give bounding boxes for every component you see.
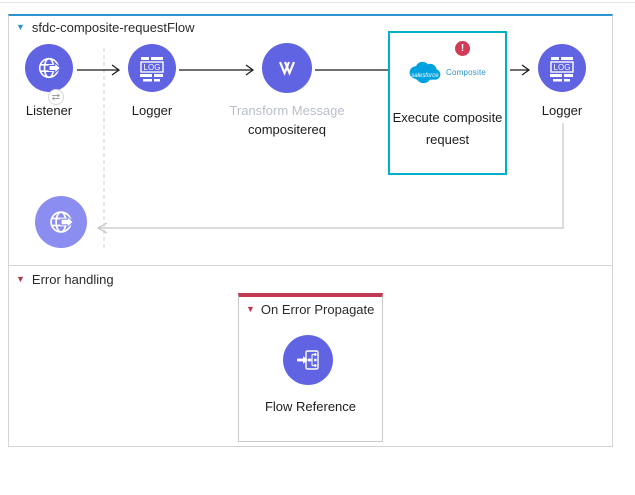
flow-reference-icon bbox=[297, 350, 319, 370]
flow-title: sfdc-composite-requestFlow bbox=[31, 20, 195, 35]
on-error-propagate-title: On Error Propagate bbox=[260, 302, 375, 317]
flow-container[interactable] bbox=[8, 14, 613, 266]
error-handling-header: ▼ Error handling bbox=[16, 272, 114, 287]
salesforce-cloud-icon: salesforce bbox=[409, 61, 441, 84]
transform-message-label: Transform Message bbox=[229, 103, 345, 118]
listener-label: Listener bbox=[25, 103, 73, 118]
collapse-triangle-icon[interactable]: ▼ bbox=[16, 22, 25, 32]
dataweave-icon bbox=[278, 61, 296, 76]
svg-text:salesforce: salesforce bbox=[411, 73, 439, 79]
flow-header: ▼ sfdc-composite-requestFlow bbox=[16, 20, 194, 35]
log-lines-icon: LOG bbox=[550, 57, 574, 82]
transform-message-name: compositereq bbox=[247, 122, 327, 137]
salesforce-composite-logo: salesforce Composite bbox=[406, 60, 486, 85]
execute-composite-request-node[interactable]: ! salesforce Composite Execute composite… bbox=[388, 31, 507, 175]
transform-message-node[interactable] bbox=[262, 43, 312, 93]
svg-text:LOG: LOG bbox=[144, 63, 161, 72]
composite-connector-label: Composite bbox=[446, 68, 487, 77]
globe-arrow-icon bbox=[38, 57, 62, 79]
on-error-propagate-header: ▼ On Error Propagate bbox=[239, 297, 382, 317]
listener-node[interactable] bbox=[25, 44, 73, 92]
flow-reference-label: Flow Reference bbox=[264, 399, 357, 414]
collapse-triangle-icon[interactable]: ▼ bbox=[246, 304, 255, 314]
logger-node-1[interactable]: LOG bbox=[128, 44, 176, 92]
logger-label-1: Logger bbox=[131, 103, 173, 118]
log-lines-icon: LOG bbox=[140, 57, 164, 82]
execute-composite-request-label: Execute composite request bbox=[392, 110, 503, 147]
logger-label-2: Logger bbox=[541, 103, 583, 118]
svg-text:LOG: LOG bbox=[554, 63, 571, 72]
on-error-propagate-scope[interactable]: ▼ On Error Propagate Flow Reference bbox=[238, 293, 383, 442]
exchange-badge-icon: ⇄ bbox=[48, 89, 64, 105]
response-listener-node[interactable] bbox=[35, 196, 87, 248]
editor-top-edge bbox=[0, 2, 635, 3]
globe-arrow-icon bbox=[50, 211, 75, 233]
flow-reference-node[interactable] bbox=[283, 335, 333, 385]
collapse-triangle-icon[interactable]: ▼ bbox=[16, 274, 25, 284]
logger-node-2[interactable]: LOG bbox=[538, 44, 586, 92]
error-badge-icon: ! bbox=[455, 41, 470, 56]
error-handling-title: Error handling bbox=[31, 272, 114, 287]
